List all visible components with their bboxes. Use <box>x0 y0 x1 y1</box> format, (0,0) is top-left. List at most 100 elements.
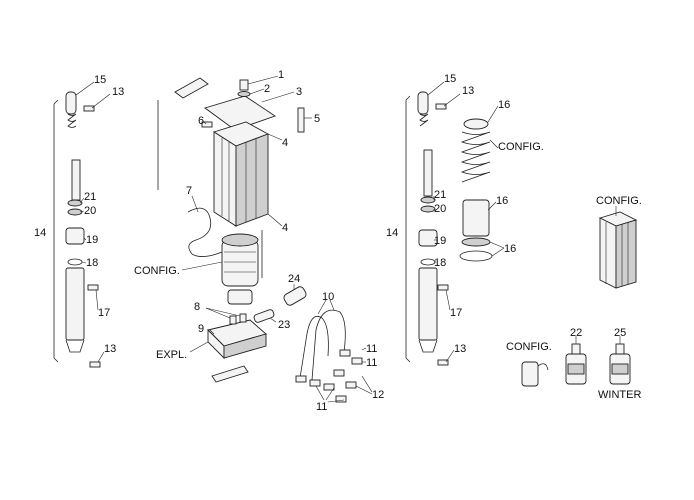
label-14-left: 14 <box>34 227 46 239</box>
label-2: 2 <box>264 83 270 95</box>
hose-10a <box>299 315 329 379</box>
screw-8b <box>239 313 247 323</box>
screw-17-right <box>437 284 449 291</box>
label-11-upper: 11 <box>366 343 377 355</box>
screw-17-left <box>87 284 99 291</box>
hose-assembly: 10 11 11 12 11 <box>295 291 384 413</box>
cylinder-left <box>65 267 85 341</box>
valve-24 <box>283 286 307 306</box>
label-21-left: 21 <box>84 191 96 203</box>
label-20-left: 20 <box>84 205 96 217</box>
spring-top-left <box>67 113 77 128</box>
label-15-left: 15 <box>94 74 106 86</box>
label-12: 12 <box>372 389 384 401</box>
fitting-e <box>333 369 345 377</box>
label-21-right: 21 <box>434 189 446 201</box>
label-config-tank: CONFIG. <box>596 195 642 207</box>
manifold-right <box>223 333 267 359</box>
ring-16b <box>459 250 493 262</box>
label-6: 6 <box>198 115 204 127</box>
pump <box>227 289 253 305</box>
label-4-top: 4 <box>282 137 288 149</box>
screw-8a <box>229 315 237 325</box>
bottle-22-cap <box>571 343 581 355</box>
bottle-25-label <box>611 363 629 375</box>
label-1: 1 <box>278 69 284 81</box>
cylinder-foot-left <box>65 339 85 353</box>
washer-20-left <box>67 208 83 216</box>
label-16-top: 16 <box>498 99 510 111</box>
top-bracket <box>174 77 209 99</box>
label-4-bottom: 4 <box>282 222 288 234</box>
screw-13-right-bottom <box>437 359 449 366</box>
label-20-right: 20 <box>434 203 446 215</box>
bolt-1 <box>239 79 249 91</box>
tank-left-face <box>213 131 237 227</box>
fitting-a <box>295 375 307 383</box>
spring-cap-16 <box>463 118 489 130</box>
alt-tank-right <box>615 219 637 289</box>
capacitor-lead <box>537 363 549 371</box>
valve-23 <box>253 309 275 323</box>
label-18-left: 18 <box>86 257 98 269</box>
oring-18-left <box>67 258 83 266</box>
label-8: 8 <box>194 301 200 313</box>
label-24: 24 <box>288 273 300 285</box>
label-11-middle: 11 <box>366 357 377 369</box>
rod-left <box>71 159 81 201</box>
bolt-5 <box>297 107 305 133</box>
label-expl: EXPL. <box>156 349 187 361</box>
label-9: 9 <box>198 323 204 335</box>
label-15-right: 15 <box>444 73 456 85</box>
fitting-f <box>345 381 357 389</box>
center-power-unit: 1 2 3 4 5 6 7 4 CONFIG. 24 8 9 23 EXPL. <box>134 69 320 383</box>
spring-top-right <box>419 113 429 127</box>
label-11-lower: 11 <box>316 401 327 413</box>
cylinder-right <box>418 267 438 341</box>
label-13-right-bottom: 13 <box>454 343 466 355</box>
label-19-left: 19 <box>86 234 98 246</box>
sleeve-16 <box>462 199 490 237</box>
screw-6 <box>201 121 213 128</box>
label-19-right: 19 <box>434 235 446 247</box>
label-25: 25 <box>614 327 626 339</box>
coil-spring <box>460 131 491 183</box>
clevis-top-right <box>417 91 429 115</box>
label-config-center: CONFIG. <box>134 265 180 277</box>
washer-2 <box>237 91 251 97</box>
screw-13-right-top <box>435 103 447 110</box>
label-16-middle: 16 <box>496 195 508 207</box>
label-7: 7 <box>186 185 192 197</box>
oring-18-right <box>420 258 436 266</box>
label-13-left-top: 13 <box>112 86 124 98</box>
clevis-top-left <box>65 91 77 115</box>
label-3: 3 <box>296 86 302 98</box>
washer-20-right <box>420 205 436 213</box>
hose-10b <box>311 309 346 381</box>
fitting-h <box>335 395 347 403</box>
bracket-14-left <box>53 99 59 363</box>
label-17-right: 17 <box>450 307 462 319</box>
motor <box>221 239 259 287</box>
screw-13-left-top <box>83 105 95 112</box>
nut-19-left <box>65 227 85 245</box>
motor-top <box>221 233 259 247</box>
right-actuator-assembly: 15 13 16 CONFIG. 16 16 21 20 14 19 18 17… <box>386 73 544 366</box>
label-10: 10 <box>322 291 334 303</box>
bottom-bracket <box>211 365 249 383</box>
bracket-14-right <box>405 95 411 363</box>
cylinder-foot-right <box>418 339 438 353</box>
accessory-parts: CONFIG. CONFIG. 22 25 WINTER <box>506 195 642 401</box>
fitting-g <box>323 383 335 391</box>
nut-19-right <box>418 229 438 247</box>
label-5: 5 <box>314 113 320 125</box>
label-22: 22 <box>570 327 582 339</box>
bottle-22-label <box>567 363 585 375</box>
cable-7 <box>187 207 223 257</box>
top-cover <box>204 95 277 131</box>
label-18-right: 18 <box>434 257 446 269</box>
bottle-25-cap <box>615 343 625 355</box>
fitting-d <box>351 357 363 365</box>
